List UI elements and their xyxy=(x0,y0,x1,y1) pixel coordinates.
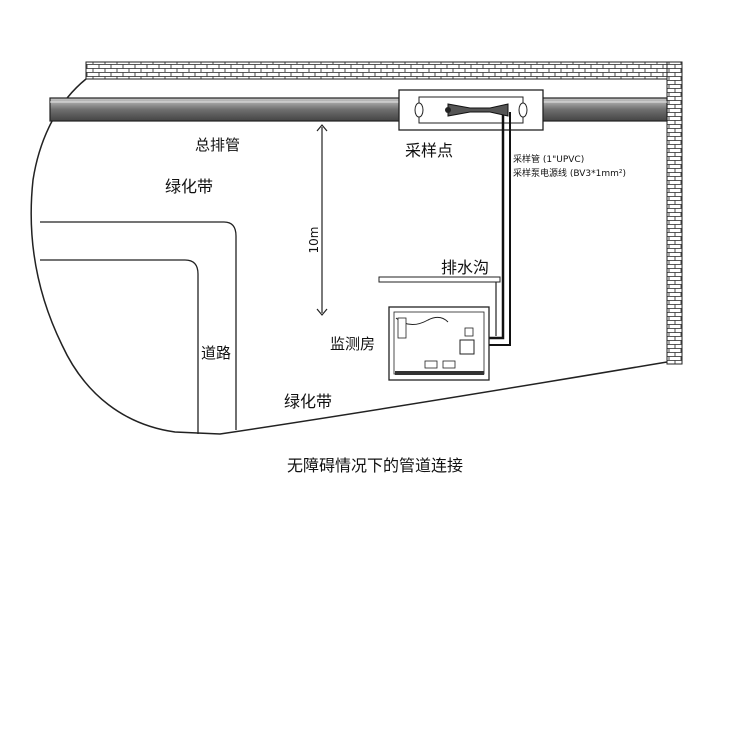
diagram-caption: 无障碍情况下的管道连接 xyxy=(286,456,463,475)
main-pipe xyxy=(49,97,668,122)
drain-ditch xyxy=(378,276,501,336)
drain-ditch-label: 排水沟 xyxy=(441,258,489,277)
sampling-point-label: 采样点 xyxy=(405,141,453,160)
monitoring-room-icon xyxy=(388,306,490,381)
green-belt-bottom-label: 绿化带 xyxy=(284,392,332,411)
monitoring-room-label: 监测房 xyxy=(330,335,375,353)
sampling-pump-icon xyxy=(447,103,509,117)
sampling-point-box xyxy=(398,89,544,131)
road xyxy=(40,221,237,434)
sampling-pipe-label: 采样管 (1"UPVC) xyxy=(513,153,584,165)
pump-cable-label: 采样泵电源线 (BV3*1mm²) xyxy=(513,167,626,179)
distance-dimension xyxy=(316,124,328,316)
road-label: 道路 xyxy=(201,344,231,362)
main-pipe-label: 总排管 xyxy=(195,136,240,154)
ground-outline xyxy=(30,78,668,435)
distance-label: 10m xyxy=(307,227,321,254)
green-belt-top-label: 绿化带 xyxy=(165,177,213,196)
brick-wall-icon xyxy=(85,61,683,365)
